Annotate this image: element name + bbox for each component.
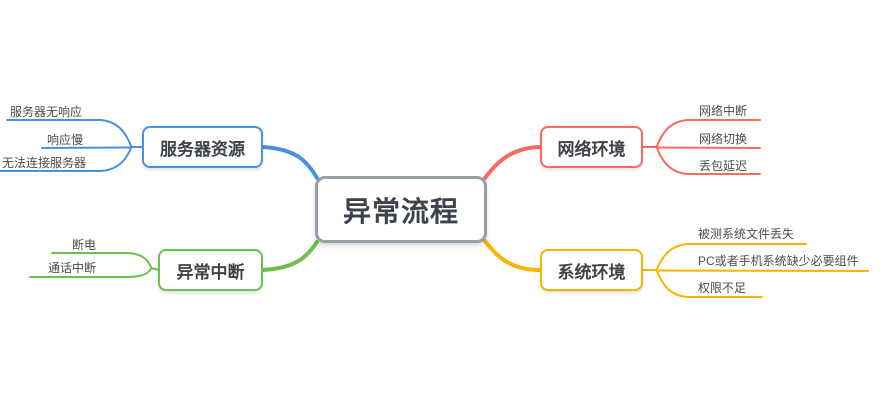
connector-network-child-2 xyxy=(656,146,761,149)
connector-server-child-2 xyxy=(41,146,132,149)
connector-server-child-1 xyxy=(6,119,132,147)
connector-interrupt-child-1 xyxy=(51,252,152,268)
connector-system-child-3 xyxy=(656,270,763,298)
branch-node-abnormal-interrupt[interactable]: 异常中断 xyxy=(158,249,263,291)
subtopic-network-switch[interactable]: 网络切换 xyxy=(699,132,748,146)
subtopic-power-off[interactable]: 断电 xyxy=(72,238,97,252)
connector-server-child-3 xyxy=(0,147,132,172)
subtopic-missing-components[interactable]: PC或者手机系统缺少必要组件 xyxy=(698,254,859,268)
subtopic-server-no-response[interactable]: 服务器无响应 xyxy=(10,105,83,119)
subtopic-network-interrupt[interactable]: 网络中断 xyxy=(699,104,748,118)
subtopic-cannot-connect-server[interactable]: 无法连接服务器 xyxy=(2,156,87,170)
branch-node-network-environment[interactable]: 网络环境 xyxy=(540,126,643,168)
connector-interrupt-bracket-join xyxy=(150,267,160,271)
subtopic-system-file-lost[interactable]: 被测系统文件丢失 xyxy=(698,227,795,241)
subtopic-slow-response[interactable]: 响应慢 xyxy=(47,133,84,147)
connector-center-to-system xyxy=(483,239,542,272)
branch-node-server-resources[interactable]: 服务器资源 xyxy=(142,126,263,168)
subtopic-insufficient-permission[interactable]: 权限不足 xyxy=(698,281,747,295)
connector-center-to-interrupt xyxy=(261,240,319,272)
subtopic-packet-loss-delay[interactable]: 丢包延迟 xyxy=(699,159,748,173)
central-topic-node[interactable]: 异常流程 xyxy=(315,176,487,243)
connector-network-child-3 xyxy=(656,147,761,175)
connector-system-child-2 xyxy=(656,269,869,272)
connector-network-child-1 xyxy=(656,119,761,147)
subtopic-call-interrupt[interactable]: 通话中断 xyxy=(48,261,97,275)
connector-center-to-network xyxy=(483,145,542,180)
connector-interrupt-child-2 xyxy=(29,268,152,278)
connector-system-child-1 xyxy=(656,243,807,270)
connector-center-to-server xyxy=(261,145,319,180)
branch-node-system-environment[interactable]: 系统环境 xyxy=(540,249,643,291)
